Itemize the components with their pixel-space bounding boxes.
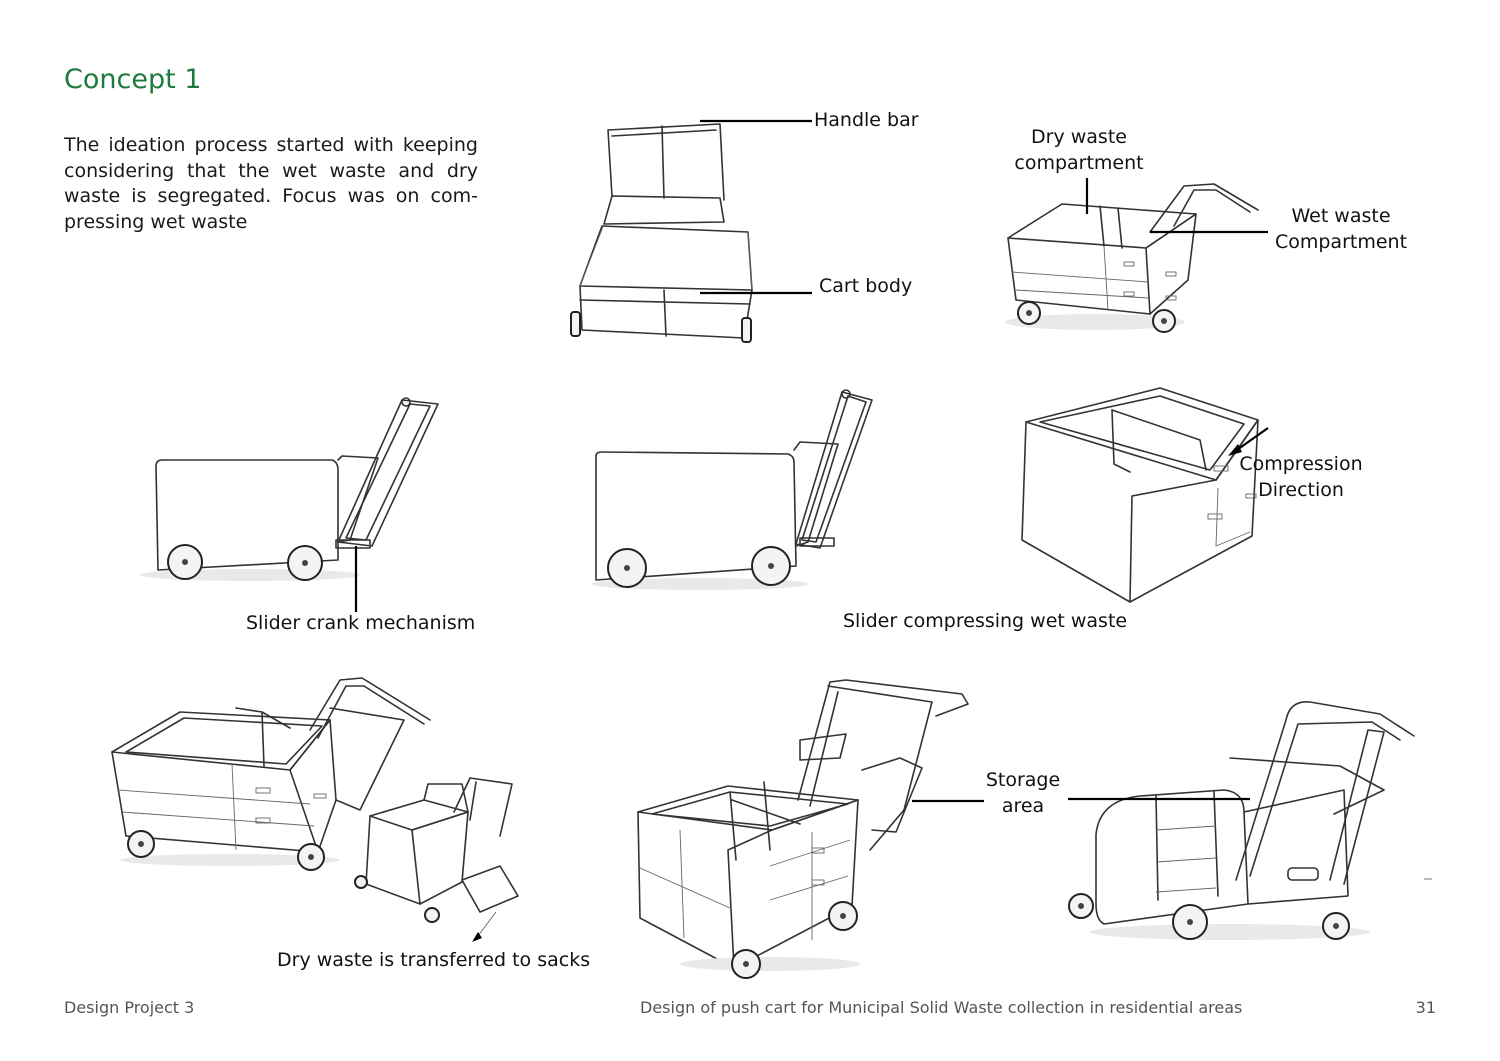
sketch-cart-sack-transfer <box>111 677 519 942</box>
label-dry-waste-compartment: Dry waste compartment <box>1014 126 1144 174</box>
label-handle-bar: Handle bar <box>814 109 919 131</box>
sketch-rounded-storage-cart <box>1068 701 1432 940</box>
footer-project: Design Project 3 <box>64 998 195 1017</box>
page-title: Concept 1 <box>64 64 202 95</box>
page-number: 31 <box>1415 998 1436 1017</box>
label-compression-direction: Compression Direction <box>1239 453 1363 501</box>
sketch-slider-crank-cart <box>140 397 439 612</box>
label-wet-waste-compartment: Wet waste Compartment <box>1274 205 1408 253</box>
sketch-slider-compressing-cart <box>590 389 873 590</box>
label-slider-compressing: Slider compressing wet waste <box>843 610 1128 632</box>
sketch-front-view-cart <box>570 119 812 343</box>
intro-paragraph: The ideation process started with keepin… <box>64 134 478 233</box>
label-slider-crank: Slider crank mechanism <box>246 612 476 634</box>
label-cart-body: Cart body <box>819 275 913 297</box>
label-dry-waste-sacks: Dry waste is transferred to sacks <box>277 949 591 971</box>
sketch-compression-box <box>1021 387 1269 603</box>
footer-document-title: Design of push cart for Municipal Solid … <box>640 998 1243 1017</box>
label-storage-area: Storage area <box>985 769 1061 817</box>
sketch-angled-cart-compartments <box>1005 178 1268 333</box>
sketch-storage-cart <box>637 679 984 979</box>
